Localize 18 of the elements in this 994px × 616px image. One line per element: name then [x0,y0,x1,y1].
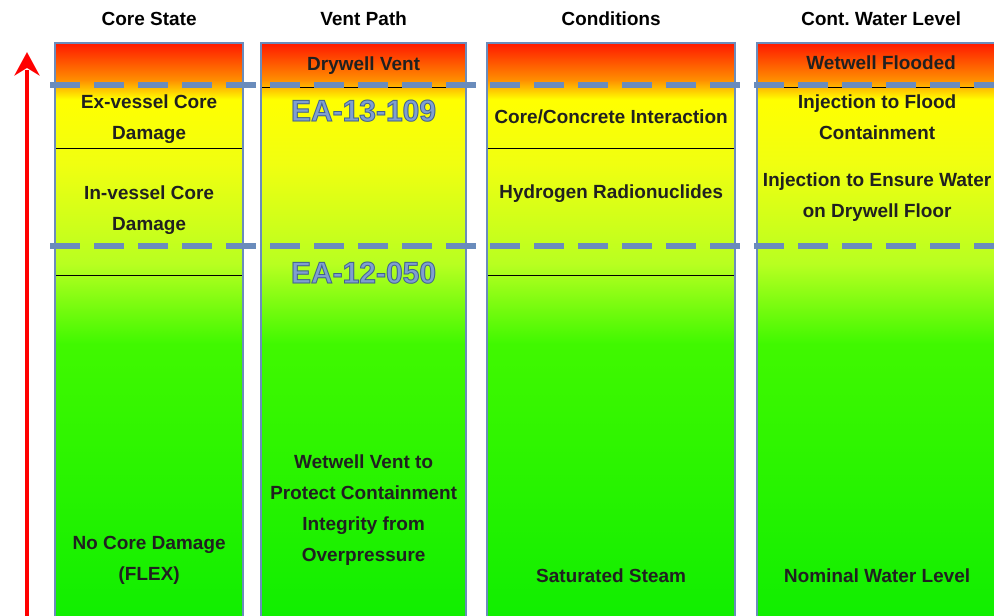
stage-label: Wetwell Vent to Protect Containment Integrity from Overpressure [262,424,465,594]
column-header: Core State [100,8,198,32]
regulation-label: EA-13-109 [290,94,438,130]
stage-label: Saturated Steam [488,554,734,599]
regulation-label: EA-12-050 [290,256,438,292]
stage-label: Ex-vessel Core Damage [56,87,242,148]
stage-label: Injection to Flood Containment [758,87,994,148]
column-header: Vent Path [319,8,408,32]
column-header: Conditions [560,8,662,32]
stage-label: Injection to Ensure Water on Drywell Floor [758,148,994,244]
stage-label: Drywell Vent [262,44,465,84]
stage-label: Core/Concrete Interaction [488,87,734,148]
stage-label: Nominal Water Level [758,554,994,599]
stage-label: In-vessel Core Damage [56,154,242,264]
stage-label: Wetwell Flooded [758,44,994,82]
stage-label: No Core Damage (FLEX) [56,519,242,599]
column-header: Cont. Water Level [800,8,962,32]
stage-label: Hydrogen Radionuclides [488,152,734,232]
